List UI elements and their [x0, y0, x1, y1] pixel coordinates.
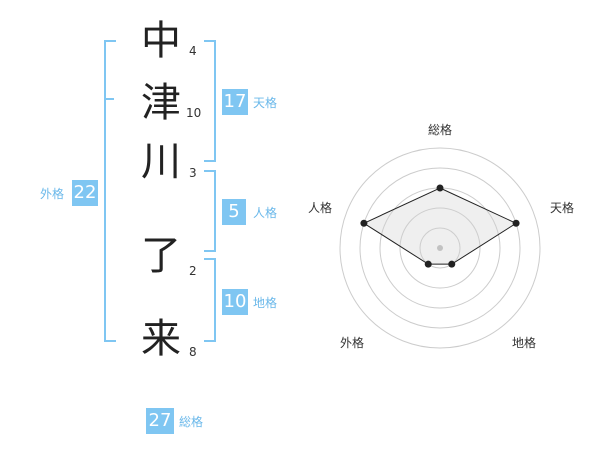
stroke-count-2: 10	[186, 106, 202, 120]
radar-label-soukaku: 総格	[428, 123, 453, 137]
jinkaku-bracket	[204, 170, 216, 252]
jinkaku-label: 人格	[253, 206, 278, 220]
radar-point-5	[360, 219, 368, 227]
stroke-count-1: 4	[189, 44, 197, 58]
radar-ring	[339, 147, 541, 349]
tenkaku-label: 天格	[253, 96, 278, 110]
jinkaku-badge: 5	[222, 199, 246, 225]
gaikaku-badge: 22	[72, 180, 98, 206]
stroke-count-3: 3	[189, 166, 197, 180]
radar-point-2	[512, 219, 520, 227]
radar-ring	[419, 227, 461, 269]
chikaku-bracket	[204, 258, 216, 342]
chikaku-label: 地格	[253, 296, 278, 310]
radar-point-3	[448, 260, 456, 268]
chikaku-badge: 10	[222, 289, 248, 315]
radar-polygon	[362, 187, 518, 265]
stroke-count-5: 8	[189, 345, 197, 359]
radar-ring	[359, 167, 521, 329]
radar-ring	[399, 207, 481, 289]
radar-point-4	[424, 260, 432, 268]
radar-point-1	[436, 184, 444, 192]
name-char-2: 津	[141, 80, 181, 126]
name-char-1: 中	[141, 18, 181, 64]
stroke-count-4: 2	[189, 264, 197, 278]
soukaku-badge: 27	[146, 408, 174, 434]
radar-label-jinkaku: 人格	[308, 201, 333, 215]
radar-label-tenkaku: 天格	[550, 201, 575, 215]
gaikaku-label: 外格	[40, 187, 65, 201]
gaikaku-bracket	[104, 40, 116, 342]
radar-center	[437, 245, 443, 251]
name-char-3: 川	[141, 139, 181, 185]
radar-label-gaikaku: 外格	[340, 336, 365, 350]
name-char-5: 来	[141, 316, 181, 362]
tenkaku-bracket	[204, 40, 216, 162]
name-char-4: 了	[141, 233, 181, 279]
tenkaku-badge: 17	[222, 89, 248, 115]
soukaku-label: 総格	[179, 415, 204, 429]
gaikaku-bracket-tick	[104, 98, 114, 100]
radar-label-chikaku: 地格	[512, 336, 537, 350]
